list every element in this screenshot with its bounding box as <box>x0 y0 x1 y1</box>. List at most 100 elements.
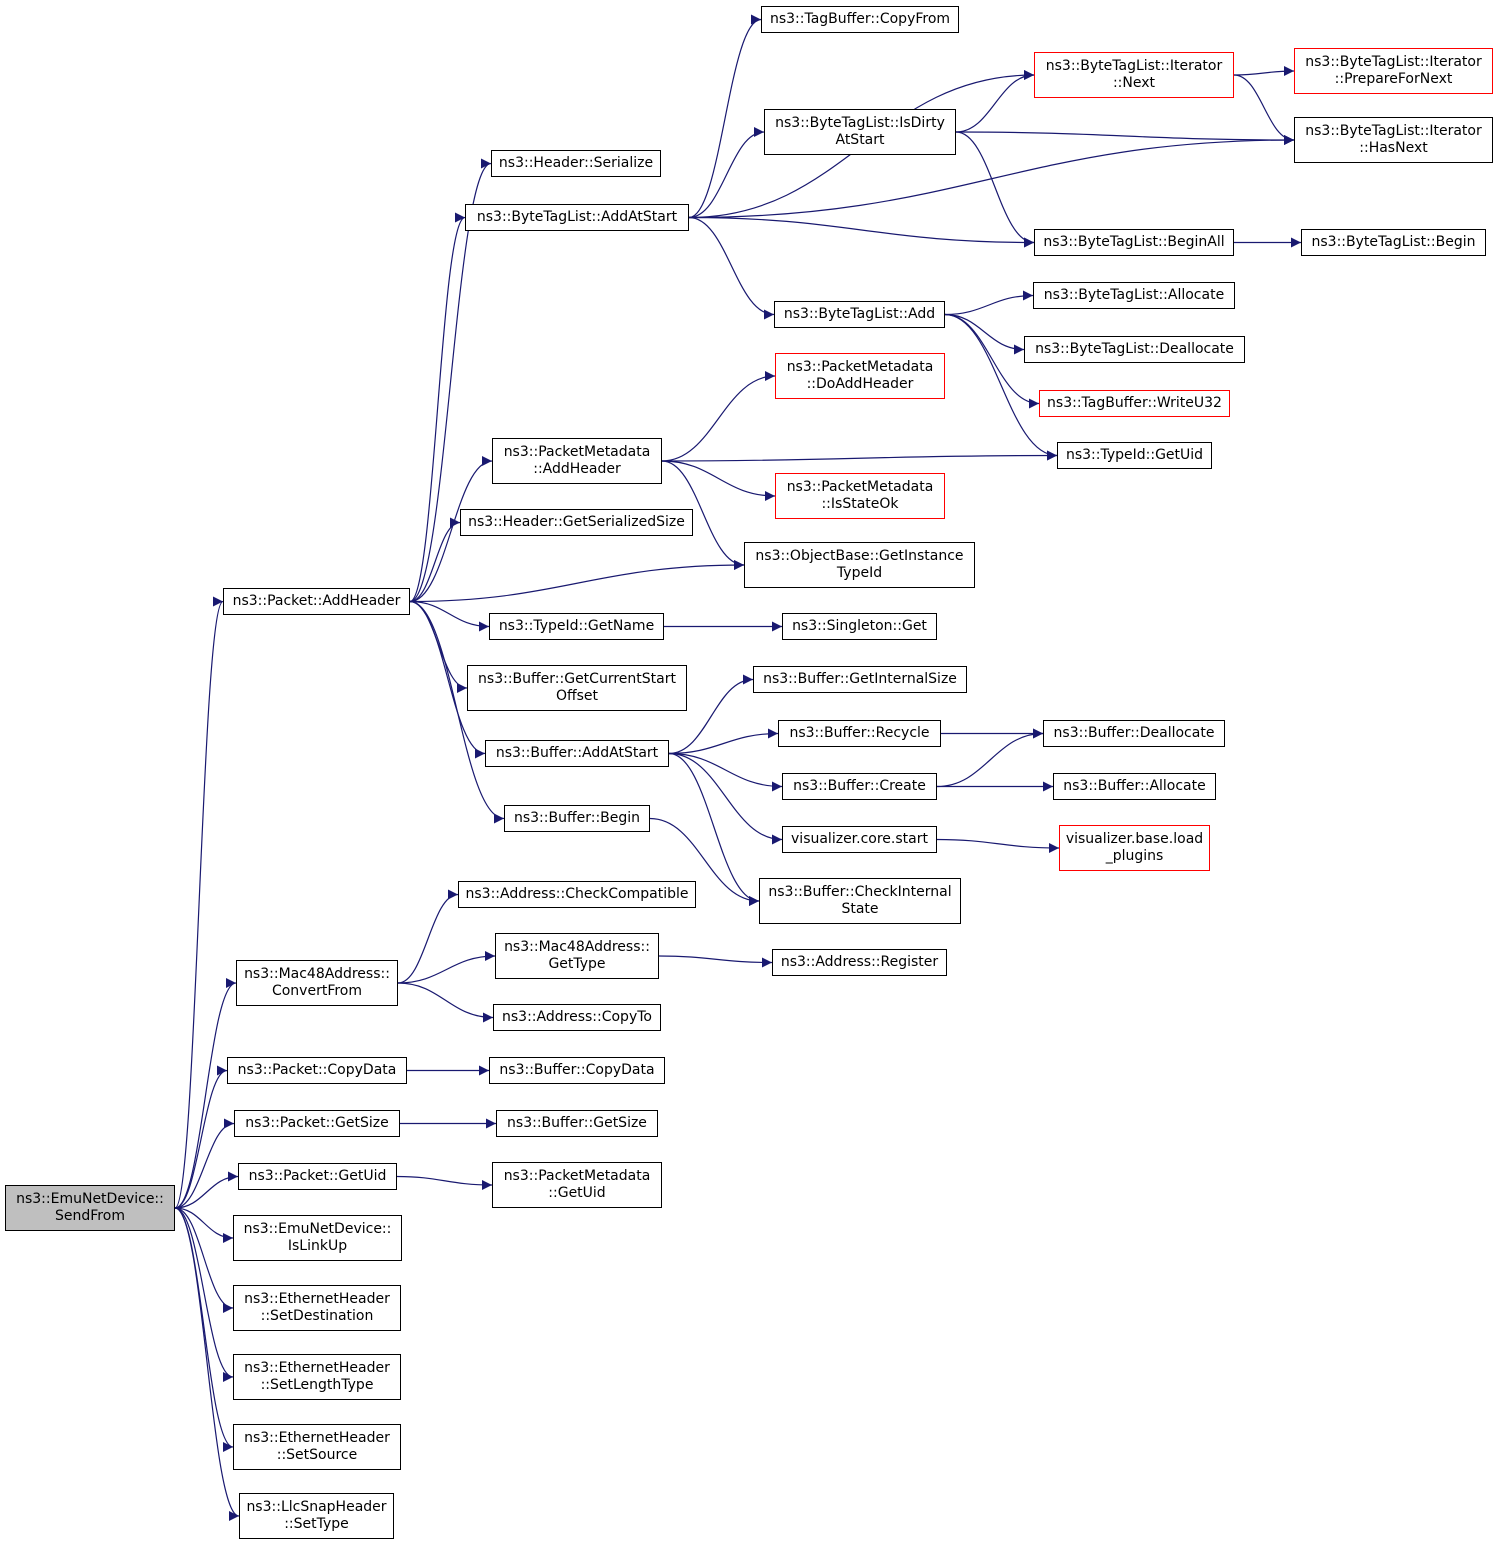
node-label-line: _plugins <box>1105 848 1164 864</box>
node-buffer-addatstart[interactable]: ns3::Buffer::AddAtStart <box>485 740 669 767</box>
node-buffer-begin[interactable]: ns3::Buffer::Begin <box>504 805 650 832</box>
node-label-line: ns3::Packet::GetUid <box>248 1168 387 1184</box>
node-typeid-getuid[interactable]: ns3::TypeId::GetUid <box>1057 442 1212 469</box>
edge-buffer_create-to-buffer_deallocate <box>936 728 1044 788</box>
node-pm-isstateok[interactable]: ns3::PacketMetadata::IsStateOk <box>775 473 945 519</box>
node-buffer-allocate[interactable]: ns3::Buffer::Allocate <box>1053 773 1216 800</box>
node-pm-addheader[interactable]: ns3::PacketMetadata::AddHeader <box>492 438 662 484</box>
node-pm-doaddheader[interactable]: ns3::PacketMetadata::DoAddHeader <box>775 353 945 399</box>
node-label-line: ns3::ByteTagList::IsDirty <box>775 115 945 131</box>
node-packet-getsize[interactable]: ns3::Packet::GetSize <box>234 1110 400 1137</box>
node-label-line: ns3::EthernetHeader <box>244 1430 390 1446</box>
node-label-line: ns3::Buffer::Recycle <box>789 725 930 741</box>
node-label-line: ns3::Buffer::CopyData <box>499 1062 655 1078</box>
node-label-line: GetType <box>548 956 606 972</box>
node-typeid-getname[interactable]: ns3::TypeId::GetName <box>489 613 664 640</box>
node-btl-begin[interactable]: ns3::ByteTagList::Begin <box>1301 229 1486 256</box>
node-label-line: ns3::Buffer::CheckInternal <box>768 884 952 900</box>
node-label-line: ::PrepareForNext <box>1334 71 1453 87</box>
node-label-line: ::SetLengthType <box>260 1377 374 1393</box>
edge-root-to-packet_getsize <box>174 1118 235 1209</box>
node-label-line: ns3::ObjectBase::GetInstance <box>755 548 964 564</box>
node-buffer-deallocate[interactable]: ns3::Buffer::Deallocate <box>1043 720 1225 747</box>
node-buffer-recycle[interactable]: ns3::Buffer::Recycle <box>778 720 941 747</box>
node-label-line: Offset <box>555 688 599 704</box>
node-eth-setlengthtype[interactable]: ns3::EthernetHeader::SetLengthType <box>233 1354 401 1400</box>
node-label-line: ns3::Packet::CopyData <box>237 1062 397 1078</box>
node-header-getserializedsize[interactable]: ns3::Header::GetSerializedSize <box>460 509 693 536</box>
edge-mac48_convertfrom-to-address_checkcompatible <box>397 889 459 984</box>
node-label-line: ns3::ByteTagList::Iterator <box>1045 58 1223 74</box>
node-btl-allocate[interactable]: ns3::ByteTagList::Allocate <box>1033 282 1235 309</box>
node-label-line: ns3::PacketMetadata <box>503 1168 651 1184</box>
node-btl-deallocate[interactable]: ns3::ByteTagList::Deallocate <box>1024 336 1245 363</box>
node-btl-iter-hasnext[interactable]: ns3::ByteTagList::Iterator::HasNext <box>1294 117 1493 163</box>
node-btl-iter-next[interactable]: ns3::ByteTagList::Iterator::Next <box>1034 52 1234 98</box>
edge-root-to-eth_setdestination <box>174 1207 234 1313</box>
node-label-line: visualizer.core.start <box>791 831 928 847</box>
node-label-line: ns3::PacketMetadata <box>503 444 651 460</box>
node-pm-getuid[interactable]: ns3::PacketMetadata::GetUid <box>492 1162 662 1208</box>
node-label-line: ns3::Buffer::AddAtStart <box>495 745 659 761</box>
node-viz-core-start[interactable]: visualizer.core.start <box>782 826 937 853</box>
node-root: ns3::EmuNetDevice::SendFrom <box>5 1185 175 1231</box>
node-label-line: ns3::EthernetHeader <box>244 1291 390 1307</box>
node-label-line: ns3::Mac48Address:: <box>244 966 390 982</box>
edge-packet_addheader-to-header_serialize <box>409 158 492 603</box>
node-btl-add[interactable]: ns3::ByteTagList::Add <box>774 301 945 328</box>
node-tagbuffer-copyfrom[interactable]: ns3::TagBuffer::CopyFrom <box>761 6 959 33</box>
node-label-line: ns3::Packet::GetSize <box>245 1115 389 1131</box>
node-buffer-getsize[interactable]: ns3::Buffer::GetSize <box>496 1110 658 1137</box>
node-mac48-gettype[interactable]: ns3::Mac48Address::GetType <box>495 933 659 979</box>
node-buffer-copydata[interactable]: ns3::Buffer::CopyData <box>489 1057 665 1084</box>
edge-packet_addheader-to-buffer_begin <box>409 600 505 824</box>
node-label-line: ns3::PacketMetadata <box>786 479 934 495</box>
node-singleton-get[interactable]: ns3::Singleton::Get <box>782 613 937 640</box>
node-tagbuffer-writeu32[interactable]: ns3::TagBuffer::WriteU32 <box>1039 390 1230 417</box>
edge-packet_addheader-to-header_getserializedsize <box>409 517 461 603</box>
node-buffer-getinternalsize[interactable]: ns3::Buffer::GetInternalSize <box>753 666 967 693</box>
node-packet-copydata[interactable]: ns3::Packet::CopyData <box>227 1057 407 1084</box>
edge-root-to-emu_islinkup <box>174 1207 234 1243</box>
node-address-checkcompatible[interactable]: ns3::Address::CheckCompatible <box>458 881 696 908</box>
node-label-line: ::HasNext <box>1359 140 1428 156</box>
node-label-line: ns3::ByteTagList::Begin <box>1311 234 1476 250</box>
node-address-register[interactable]: ns3::Address::Register <box>772 949 947 976</box>
edge-buffer_addatstart-to-buffer_getinternalsize <box>668 674 754 755</box>
node-packet-addheader[interactable]: ns3::Packet::AddHeader <box>223 588 410 615</box>
edge-packet_addheader-to-btl_addatstart <box>409 212 466 603</box>
node-label-line: SendFrom <box>55 1208 125 1224</box>
node-label-line: ns3::ByteTagList::AddAtStart <box>476 209 678 225</box>
node-header-serialize[interactable]: ns3::Header::Serialize <box>491 150 661 177</box>
node-llc-settype[interactable]: ns3::LlcSnapHeader::SetType <box>239 1493 394 1539</box>
node-mac48-convertfrom[interactable]: ns3::Mac48Address::ConvertFrom <box>236 960 398 1006</box>
node-eth-setdestination[interactable]: ns3::EthernetHeader::SetDestination <box>233 1285 401 1331</box>
node-label-line: ns3::Header::GetSerializedSize <box>468 514 685 530</box>
node-label-line: ::SetSource <box>276 1447 358 1463</box>
edge-btl_iter_next-to-btl_iter_preparefornext <box>1233 66 1295 77</box>
node-label-line: ns3::Buffer::Create <box>793 778 926 794</box>
node-label-line: ns3::Buffer::GetCurrentStart <box>478 671 676 687</box>
node-buffer-create[interactable]: ns3::Buffer::Create <box>782 773 937 800</box>
node-btl-iter-preparefornext[interactable]: ns3::ByteTagList::Iterator::PrepareForNe… <box>1294 48 1493 94</box>
edge-root-to-eth_setsource <box>174 1207 234 1452</box>
node-packet-getuid[interactable]: ns3::Packet::GetUid <box>238 1163 397 1190</box>
edge-packet_getuid-to-pm_getuid <box>396 1175 493 1190</box>
node-viz-base-loadplugins[interactable]: visualizer.base.load_plugins <box>1059 825 1210 871</box>
node-btl-addatstart[interactable]: ns3::ByteTagList::AddAtStart <box>465 204 689 231</box>
node-eth-setsource[interactable]: ns3::EthernetHeader::SetSource <box>233 1424 401 1470</box>
node-label-line: ns3::Buffer::Allocate <box>1063 778 1206 794</box>
node-address-copyto[interactable]: ns3::Address::CopyTo <box>493 1004 661 1031</box>
edge-btl_add-to-typeid_getuid <box>944 313 1058 461</box>
node-btl-beginall[interactable]: ns3::ByteTagList::BeginAll <box>1034 229 1234 256</box>
node-label-line: ::IsStateOk <box>821 496 899 512</box>
edge-btl_addatstart-to-btl_beginall <box>688 216 1035 248</box>
node-emu-islinkup[interactable]: ns3::EmuNetDevice::IsLinkUp <box>233 1215 402 1261</box>
edge-packet_addheader-to-typeid_getname <box>409 600 490 632</box>
edge-root-to-packet_addheader <box>174 596 224 1209</box>
